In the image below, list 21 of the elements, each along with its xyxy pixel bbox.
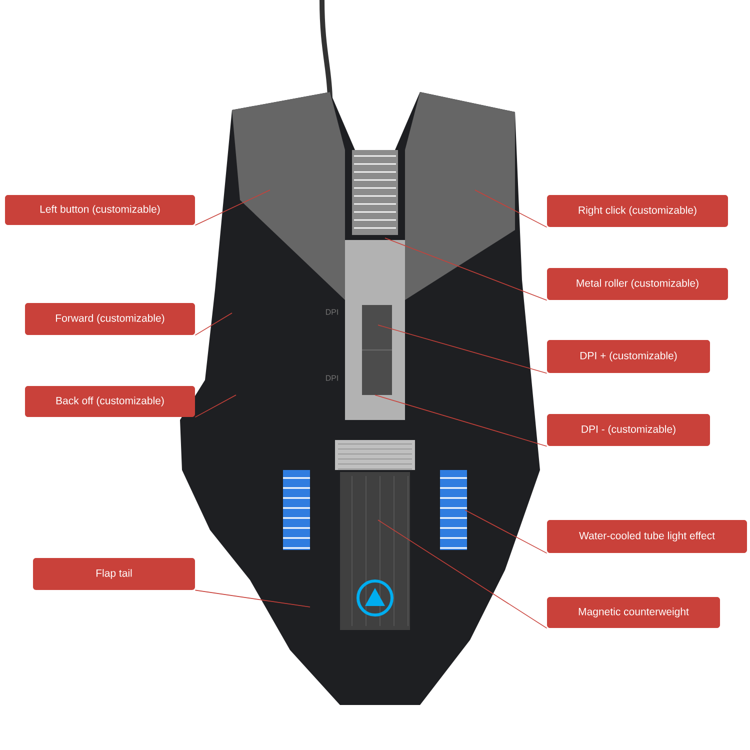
label-box: Water-cooled tube light effect: [547, 520, 747, 553]
label-box: DPI + (customizable): [547, 340, 710, 373]
dpi-label: DPI: [326, 375, 338, 381]
label-box: Right click (customizable): [547, 195, 728, 227]
label-box: Magnetic counterweight: [547, 597, 720, 628]
leader-line: [194, 590, 310, 608]
dpi-label: DPI: [326, 309, 338, 315]
leader-line: [378, 520, 548, 629]
label-box: Flap tail: [33, 558, 195, 590]
label-box: Left button (customizable): [5, 195, 195, 225]
leader-line: [378, 324, 548, 374]
leader-line: [384, 238, 548, 301]
leader-line: [464, 510, 548, 554]
label-box: Forward (customizable): [25, 303, 195, 335]
leader-line: [194, 312, 232, 336]
label-box: Metal roller (customizable): [547, 268, 728, 300]
leader-line: [194, 190, 270, 226]
leader-line: [474, 190, 548, 228]
label-box: Back off (customizable): [25, 386, 195, 417]
label-box: DPI - (customizable): [547, 414, 710, 446]
leader-line: [194, 394, 236, 418]
